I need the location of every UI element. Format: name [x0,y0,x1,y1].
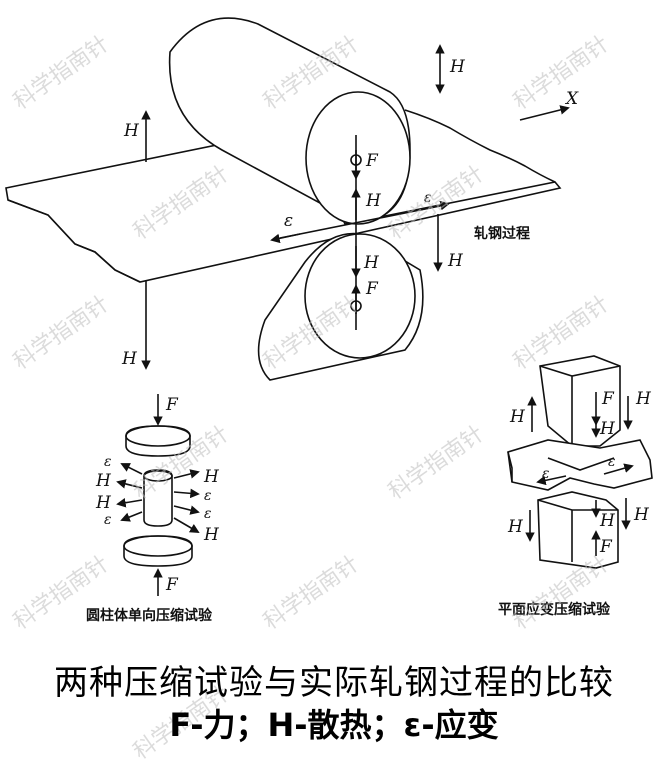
plane-strain-diagram: F H H H ε ε H H H F 平面应变压缩试验 [498,355,653,618]
caption-legend: F-力；H-散热；ε-应变 [169,706,499,744]
cyl-h-arrow-l1 [116,479,143,489]
label-h-lower-gap: H [363,253,380,273]
label-f-upper: F [365,151,379,171]
plane-specimen [507,439,653,491]
rolling-direction-arrow [519,105,570,121]
watermark: 科学指南针 [384,421,488,505]
plane-label-h-right-top: H [635,389,652,409]
lower-platen-top [123,535,193,557]
plane-label-h-lower: H [599,511,616,531]
cyl-eps-arrow-r2 [173,505,200,515]
cyl-h-arrow-r2 [173,517,200,533]
label-eps-left: ε [284,211,293,231]
cylinder-test-diagram: F ε H H ε H ε ε H F 圆柱体单向压缩试验 [86,394,220,624]
label-eps-right: ε [424,190,432,206]
label-h-left: H [123,121,140,141]
plane-label-h-right-bottom: H [633,505,650,525]
plane-label-h-left-top: H [509,407,526,427]
caption-plane: 平面应变压缩试验 [498,601,611,618]
cyl-label-eps-r1: ε [204,488,212,504]
label-h-upper-gap: H [365,191,382,211]
plane-label-f-bottom: F [599,537,613,557]
label-h-right: H [447,251,464,271]
plane-label-eps-right: ε [608,454,616,470]
plane-eps-arrow-left [536,475,567,486]
rolling-diagram: H X H F H ε ε H H F H 轧钢过程 [5,17,579,381]
cyl-label-f-top: F [165,395,179,415]
cyl-label-eps-r2: ε [204,506,212,522]
caption-rolling: 轧钢过程 [474,225,530,242]
cyl-eps-arrow-l2 [120,511,143,522]
cyl-label-eps-l2: ε [104,512,112,528]
label-f-lower: F [365,279,379,299]
plane-label-h-left-bottom: H [507,517,524,537]
cylinder-specimen [143,469,173,527]
strain-arrow-right [419,200,450,211]
upper-platen-top [125,425,191,447]
caption-title: 两种压缩试验与实际轧钢过程的比较 [54,663,614,703]
cyl-eps-arrow-l1 [120,463,143,475]
strip-thickness-edge [7,199,141,283]
watermark: 科学指南针 [259,551,363,635]
watermark: 科学指南针 [509,31,613,115]
caption-cylinder: 圆柱体单向压缩试验 [86,607,213,624]
cyl-label-f-bottom: F [165,575,179,595]
watermark: 科学指南针 [9,31,113,115]
plane-label-eps-left: ε [542,466,550,482]
cyl-h-arrow-r1 [173,469,200,479]
plane-label-f-top: F [601,389,615,409]
cyl-label-h-l2: H [95,493,112,513]
roll-gap-line [279,205,441,239]
watermark: 科学指南针 [509,551,613,635]
cylinder-lower-platen [123,535,193,567]
plane-eps-arrow-right [603,463,634,475]
figure-caption: 两种压缩试验与实际轧钢过程的比较 F-力；H-散热；ε-应变 [0,662,668,746]
cyl-label-h-r1: H [203,467,220,487]
cyl-label-h-l1: H [95,471,112,491]
lower-tool-edges [537,499,618,562]
upper-roll-end-face [305,91,411,225]
cyl-label-eps-l1: ε [104,454,112,470]
label-h-left-bottom: H [121,349,138,369]
watermark: 科学指南针 [9,291,113,375]
strip-exit-edge [404,109,556,183]
label-x: X [564,89,579,109]
cyl-eps-arrow-r1 [173,488,200,499]
label-h-top: H [449,57,466,77]
lower-roll-end-face [304,233,416,359]
cyl-label-h-r2: H [203,525,220,545]
upper-tool-edges [539,365,621,446]
cyl-h-arrow-l2 [116,498,143,508]
specimen-edges [507,451,615,482]
plane-label-h-upper: H [599,419,616,439]
specimen-top [143,470,173,482]
strain-arrow-left [270,233,301,244]
